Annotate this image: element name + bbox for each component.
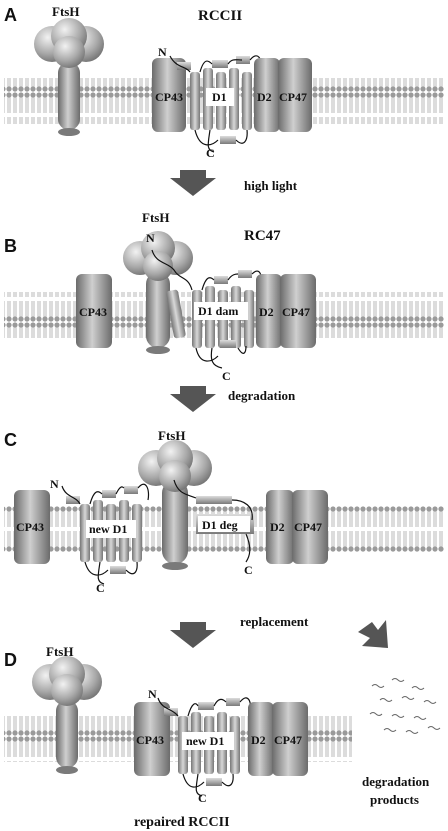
ftsh-a <box>34 18 104 136</box>
arrow-degradation-products <box>358 620 388 648</box>
panel-a: A FtsH RCCII CP43 D1 <box>4 4 444 160</box>
ftsh-label-d: FtsH <box>46 644 73 659</box>
n-label-d: N <box>148 687 157 701</box>
c-label-d: C <box>198 791 207 805</box>
cp43-b <box>76 274 112 348</box>
cp43-label-d: CP43 <box>136 733 164 747</box>
cp43-c <box>14 490 50 564</box>
cp47-label-b: CP47 <box>282 305 310 319</box>
ftsh-label-b: FtsH <box>142 210 169 225</box>
step-high-light: high light <box>244 178 298 193</box>
panel-c-letter: C <box>4 430 17 450</box>
new-d1-d <box>157 697 252 797</box>
new-d1-label-c: new D1 <box>89 522 127 536</box>
cp47-label-d: CP47 <box>274 733 302 747</box>
c-label-b: C <box>222 369 231 383</box>
d1-label-a: D1 <box>212 90 227 104</box>
degradation-products-fragments <box>369 678 441 734</box>
arrow-replacement <box>170 622 216 648</box>
cp43-label-b: CP43 <box>79 305 107 319</box>
d2-a <box>254 58 280 132</box>
n-label-b: N <box>146 231 155 245</box>
d2-label-c: D2 <box>270 520 285 534</box>
ftsh-label-a: FtsH <box>52 4 79 19</box>
d2-label-b: D2 <box>259 305 274 319</box>
c-label-c1: C <box>96 581 105 595</box>
cp47-d <box>272 702 308 776</box>
products-label-line1: degradation <box>362 774 430 789</box>
panel-a-letter: A <box>4 5 17 25</box>
d1-label-b: D1 dam <box>198 304 238 318</box>
panel-d-letter: D <box>4 650 17 670</box>
d2-d <box>248 702 274 776</box>
new-d1-c <box>61 483 150 585</box>
complex-label-b: RC47 <box>244 228 281 244</box>
cp47-label-a: CP47 <box>279 90 307 104</box>
d2-label-a: D2 <box>257 90 272 104</box>
arrow-degradation <box>170 386 216 412</box>
products-label-line2: products <box>370 792 419 807</box>
d1-deg-c <box>173 479 254 563</box>
ftsh-d <box>32 656 102 774</box>
panel-c: C CP43 new D1 N C <box>4 428 444 595</box>
caption-repaired-rccii: repaired RCCII <box>134 815 230 830</box>
panel-d: D FtsH CP43 new D1 N <box>4 644 352 830</box>
d1-a <box>169 55 263 153</box>
new-d1-label-d: new D1 <box>186 734 224 748</box>
ftsh-label-c: FtsH <box>158 428 185 443</box>
cp47-a <box>278 58 312 132</box>
panel-b-letter: B <box>4 236 17 256</box>
n-label-a: N <box>158 45 167 59</box>
cp43-a <box>152 58 186 132</box>
c-label-a: C <box>206 146 215 160</box>
d1-b <box>151 249 263 369</box>
ftsh-b <box>123 231 193 354</box>
panel-b: B CP43 FtsH RC47 D1 <box>4 210 444 383</box>
n-label-c: N <box>50 477 59 491</box>
d1-deg-label-c: D1 deg <box>202 518 238 532</box>
complex-label-a: RCCII <box>198 8 242 24</box>
step-degradation: degradation <box>228 388 296 403</box>
cp43-label-a: CP43 <box>155 90 183 104</box>
d2-label-d: D2 <box>251 733 266 747</box>
ftsh-c <box>138 440 212 570</box>
c-label-c2: C <box>244 563 253 577</box>
arrow-high-light <box>170 170 216 196</box>
cp47-b <box>280 274 316 348</box>
cp47-c <box>292 490 328 564</box>
d2-b <box>256 274 282 348</box>
cp43-d <box>134 702 170 776</box>
d2-c <box>266 490 294 564</box>
step-replacement: replacement <box>240 614 309 629</box>
cp43-label-c: CP43 <box>16 520 44 534</box>
cp47-label-c: CP47 <box>294 520 322 534</box>
